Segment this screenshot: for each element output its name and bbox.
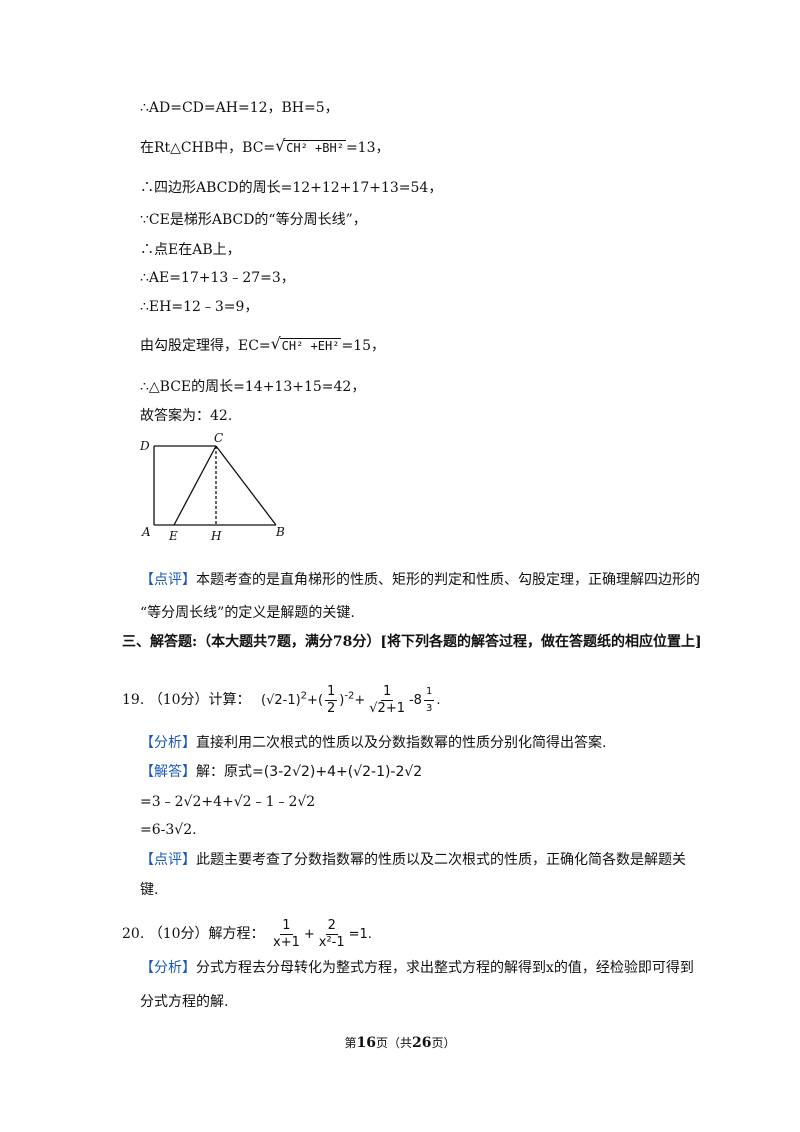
label-e: E (168, 529, 178, 543)
analysis-tag: 【分析】 (140, 960, 196, 976)
text-span: 直接利用二次根式的性质以及分数指数幂的性质分别化简得出答案. (196, 735, 607, 751)
label-b: B (275, 525, 285, 539)
question-number: 19. (122, 692, 145, 708)
expr-part: ) (339, 693, 345, 708)
radicand: CH² +BH² (284, 140, 346, 155)
denominator: 3 (425, 703, 433, 714)
exponent: -2 (344, 690, 355, 702)
page-footer: 第16页（共26页） (0, 1034, 800, 1051)
text-span: =15， (341, 338, 386, 354)
comment-line: 键. (140, 882, 159, 898)
numerator: 1 (380, 684, 394, 701)
text-span: 此题主要考查了分数指数幂的性质以及二次根式的性质，正确化简各数是解题关 (196, 852, 686, 868)
text-line: ∴△BCE的周长=14+13+15=42， (140, 379, 366, 395)
denominator: √2+1 (369, 701, 405, 716)
text-line: 由勾股定理得，EC=√CH² +EH²=15， (140, 334, 386, 356)
sqrt-expression: √CH² +BH² (275, 136, 346, 155)
label-h: H (210, 529, 222, 543)
segment-ce (173, 445, 217, 526)
numerator: 1 (423, 684, 435, 701)
question-score: （10分）解方程： (148, 926, 265, 942)
text-span: 本题考查的是直角梯形的性质、矩形的判定和性质、勾股定理，正确理解四边形的 (196, 572, 700, 588)
geometry-figure: D C A E H B (139, 431, 285, 543)
exponent: 2 (300, 690, 308, 702)
analysis-line: 分式方程的解. (140, 994, 229, 1010)
denominator: x+1 (273, 935, 300, 950)
question-number: 20. (122, 926, 145, 942)
text-line: ∴四边形ABCD的周长=12+12+17+13=54， (140, 180, 443, 196)
comment-tag: 【点评】 (140, 572, 196, 588)
expr-part: +( (307, 693, 324, 708)
analysis-tag: 【分析】 (140, 735, 196, 751)
section-heading: 三、解答题:（本大题共7题，满分78分）[将下列各题的解答过程，做在答题纸的相应… (122, 634, 702, 650)
denominator: x²-1 (318, 935, 345, 950)
label-c: C (214, 431, 223, 445)
text-line: ∴EH=12﹣3=9， (140, 299, 259, 315)
text-line: ∴点E在AB上， (140, 242, 241, 258)
expr-part: + (303, 927, 315, 942)
solution-line: 【解答】解：原式=(3-2√2)+4+(√2-1)-2√2 (140, 762, 422, 782)
text-line: ∴AE=17+13﹣27=3， (140, 270, 295, 286)
footer-text: 第 (344, 1036, 357, 1050)
expr-part: =1. (348, 927, 372, 942)
question-score: （10分）计算： (148, 692, 251, 708)
solution-tag: 【解答】 (140, 764, 196, 780)
sqrt-expression: √CH² +EH² (270, 334, 342, 353)
expr-part: . (436, 693, 441, 708)
analysis-line: 【分析】分式方程去分母转化为整式方程，求出整式方程的解得到x的值，经检验即可得到 (140, 958, 694, 978)
fraction: 1√2+1 (367, 684, 407, 717)
text-span: =13， (345, 140, 390, 156)
page-number: 16 (356, 1035, 376, 1051)
expr-part: (√2-1) (261, 693, 301, 708)
segment-cb (215, 445, 277, 526)
solution-line: =3﹣2√2+4+√2﹣1﹣2√2 (140, 794, 316, 810)
numerator: 1 (280, 918, 293, 935)
expr-part: + (354, 693, 366, 708)
text-line: ∵CE是梯形ABCD的“等分周长线”， (140, 212, 367, 228)
label-d: D (139, 439, 150, 453)
math-span: (3-2√2)+4+(√2-1)-2√2 (263, 764, 423, 780)
text-span: 由勾股定理得，EC= (140, 338, 271, 354)
text-span: 在Rt△CHB中，BC= (140, 140, 276, 156)
radicand: CH² +EH² (279, 338, 342, 353)
expr-part: -8 (408, 693, 422, 708)
analysis-line: 【分析】直接利用二次根式的性质以及分数指数幂的性质分别化简得出答案. (140, 733, 606, 753)
label-a: A (141, 525, 151, 539)
comment-line: 【点评】此题主要考查了分数指数幂的性质以及二次根式的性质，正确化简各数是解题关 (140, 850, 686, 870)
text-span: 解：原式= (196, 764, 264, 780)
footer-text: 页） (431, 1036, 456, 1050)
comment-line: 【点评】本题考查的是直角梯形的性质、矩形的判定和性质、勾股定理，正确理解四边形的 (140, 570, 700, 590)
text-line: 在Rt△CHB中，BC=√CH² +BH²=13， (140, 136, 390, 158)
text-span: 分式方程去分母转化为整式方程，求出整式方程的解得到x的值，经检验即可得到 (196, 960, 694, 976)
text-line: ∴AD=CD=AH=12，BH=5， (140, 100, 339, 116)
page-total: 26 (412, 1035, 432, 1051)
numerator: 2 (325, 918, 338, 935)
footer-text: 页（共 (375, 1036, 412, 1050)
denominator: 2 (327, 701, 336, 716)
solution-line: =6-3√2. (140, 822, 197, 838)
comment-tag: 【点评】 (140, 852, 196, 868)
numerator: 1 (325, 684, 338, 701)
comment-line: “等分周长线”的定义是解题的关键. (140, 605, 355, 621)
text-line: 故答案为：42. (140, 408, 233, 424)
